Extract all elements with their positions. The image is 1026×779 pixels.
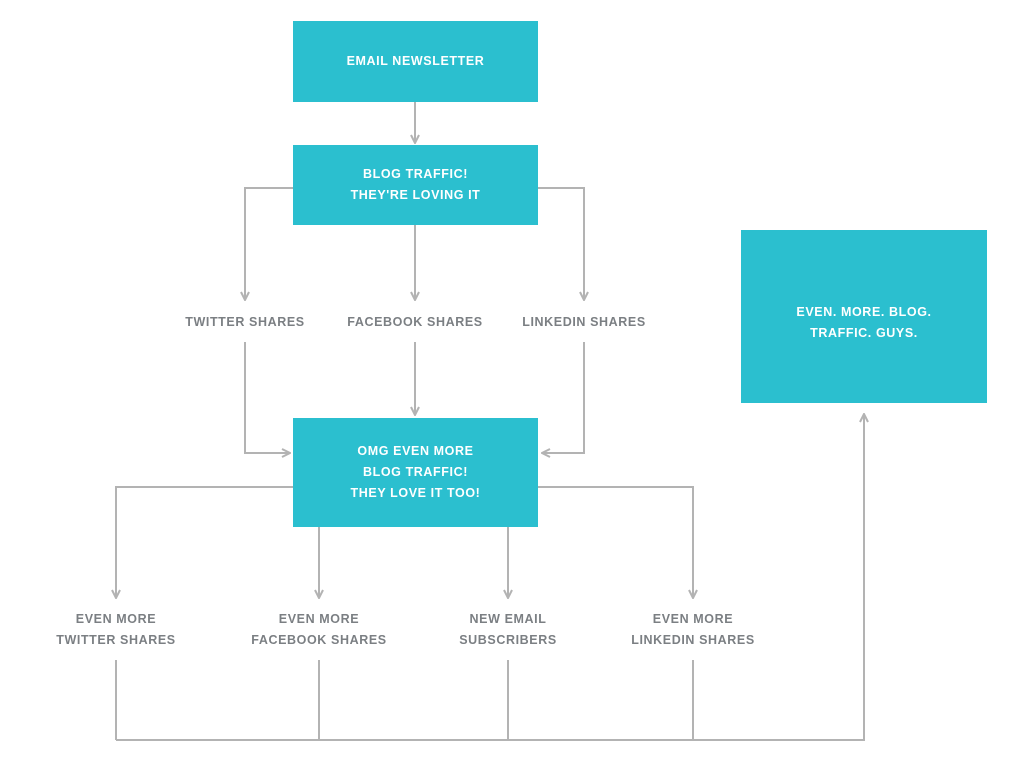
omg-even-more-box: OMG EVEN MORE BLOG TRAFFIC! THEY LOVE IT… bbox=[293, 418, 538, 527]
even-more-facebook-line-1: EVEN MORE bbox=[278, 612, 360, 626]
even-more-facebook-line-2: FACEBOOK SHARES bbox=[251, 633, 387, 647]
even-more-linkedin-line-1: EVEN MORE bbox=[652, 612, 734, 626]
omg-line-1: OMG EVEN MORE bbox=[357, 444, 474, 458]
linkedin-shares-line-1: LINKEDIN SHARES bbox=[522, 315, 646, 329]
linkedin-shares-label: LINKEDIN SHARES bbox=[504, 312, 664, 333]
blog-traffic-box: BLOG TRAFFIC! THEY'RE LOVING IT bbox=[293, 145, 538, 225]
arrow-collector-to-final bbox=[116, 414, 864, 741]
arrow-twitter-to-omg bbox=[244, 342, 290, 453]
even-more-linkedin-line-2: LINKEDIN SHARES bbox=[631, 633, 755, 647]
arrow-linkedin-to-omg bbox=[542, 342, 585, 453]
blog-traffic-line-2: THEY'RE LOVING IT bbox=[350, 188, 481, 202]
email-newsletter-line-1: EMAIL NEWSLETTER bbox=[346, 54, 485, 68]
arrow-omg-to-even-twitter bbox=[116, 486, 293, 598]
email-newsletter-box: EMAIL NEWSLETTER bbox=[293, 21, 538, 102]
twitter-shares-line-1: TWITTER SHARES bbox=[185, 315, 305, 329]
even-more-facebook-label: EVEN MORE FACEBOOK SHARES bbox=[229, 609, 409, 651]
even-more-twitter-line-2: TWITTER SHARES bbox=[56, 633, 176, 647]
final-line-1: EVEN. MORE. BLOG. bbox=[796, 305, 932, 319]
even-more-twitter-label: EVEN MORE TWITTER SHARES bbox=[31, 609, 201, 651]
new-email-subscribers-line-2: SUBSCRIBERS bbox=[459, 633, 557, 647]
even-more-blog-traffic-box: EVEN. MORE. BLOG. TRAFFIC. GUYS. bbox=[741, 230, 987, 403]
arrow-omg-to-even-linkedin bbox=[538, 486, 693, 598]
even-more-twitter-line-1: EVEN MORE bbox=[75, 612, 157, 626]
facebook-shares-line-1: FACEBOOK SHARES bbox=[347, 315, 483, 329]
new-email-subscribers-label: NEW EMAIL SUBSCRIBERS bbox=[423, 609, 593, 651]
omg-line-2: BLOG TRAFFIC! bbox=[362, 465, 468, 479]
blog-traffic-line-1: BLOG TRAFFIC! bbox=[362, 167, 468, 181]
arrow-blog-to-twitter bbox=[245, 187, 293, 300]
twitter-shares-label: TWITTER SHARES bbox=[165, 312, 325, 333]
facebook-shares-label: FACEBOOK SHARES bbox=[335, 312, 495, 333]
new-email-subscribers-line-1: NEW EMAIL bbox=[469, 612, 547, 626]
omg-line-3: THEY LOVE IT TOO! bbox=[350, 486, 481, 500]
final-line-2: TRAFFIC. GUYS. bbox=[810, 326, 918, 340]
arrow-blog-to-linkedin bbox=[538, 187, 584, 300]
even-more-linkedin-label: EVEN MORE LINKEDIN SHARES bbox=[608, 609, 778, 651]
